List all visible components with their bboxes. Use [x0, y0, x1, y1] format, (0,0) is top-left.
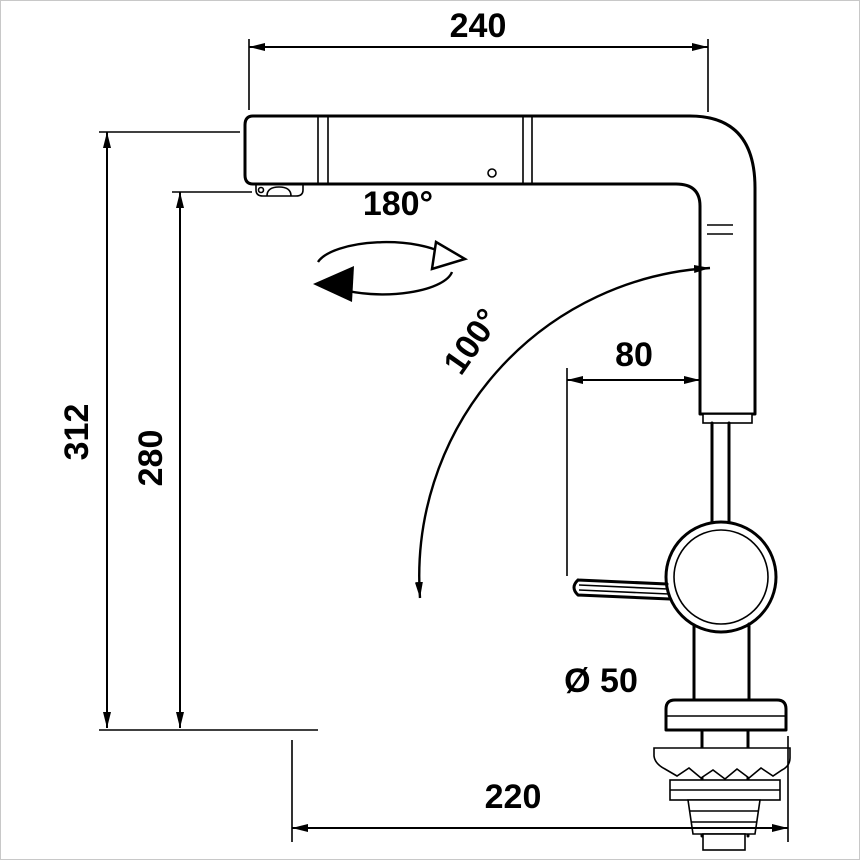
lever-ball-outer	[664, 520, 778, 634]
dim-240-label: 240	[450, 7, 507, 45]
aerator-detail	[255, 184, 304, 197]
dimension-80: 80	[566, 336, 700, 576]
dimension-220: 220	[291, 736, 789, 842]
diameter-50-label: Ø 50	[564, 662, 638, 700]
dim-220-label: 220	[485, 778, 542, 816]
swivel-arrow-top-arc	[316, 240, 449, 263]
swivel-rotation-arrow-icon	[313, 239, 469, 302]
diameter-50-annotation: Ø 50	[564, 662, 638, 700]
swivel-180-annotation: 180°	[313, 185, 469, 302]
spray-head-junction	[317, 116, 329, 184]
rubber-washer	[653, 747, 791, 781]
dim-80-label: 80	[615, 336, 653, 374]
stem	[710, 421, 731, 526]
dimension-312: 312	[58, 131, 318, 731]
tube-junction	[522, 117, 533, 183]
spray-button	[487, 168, 497, 178]
mounting-nut-lines	[690, 810, 758, 823]
hose-ticks	[707, 224, 733, 235]
dim-312-label: 312	[58, 404, 96, 461]
shank-end	[702, 833, 746, 851]
dim-280-label: 280	[132, 430, 170, 487]
faucet-body	[692, 622, 751, 702]
base-flange	[664, 698, 788, 732]
angle-100-arc	[414, 264, 711, 599]
swivel-arrow-open-head	[430, 239, 469, 271]
dimension-280: 280	[132, 191, 252, 728]
swivel-arrow-solid-head	[313, 266, 354, 302]
aerator-dot	[257, 186, 265, 194]
swivel-angle-label: 180°	[363, 185, 433, 223]
dimension-240: 240	[248, 7, 709, 112]
swivel-collar	[702, 413, 753, 424]
